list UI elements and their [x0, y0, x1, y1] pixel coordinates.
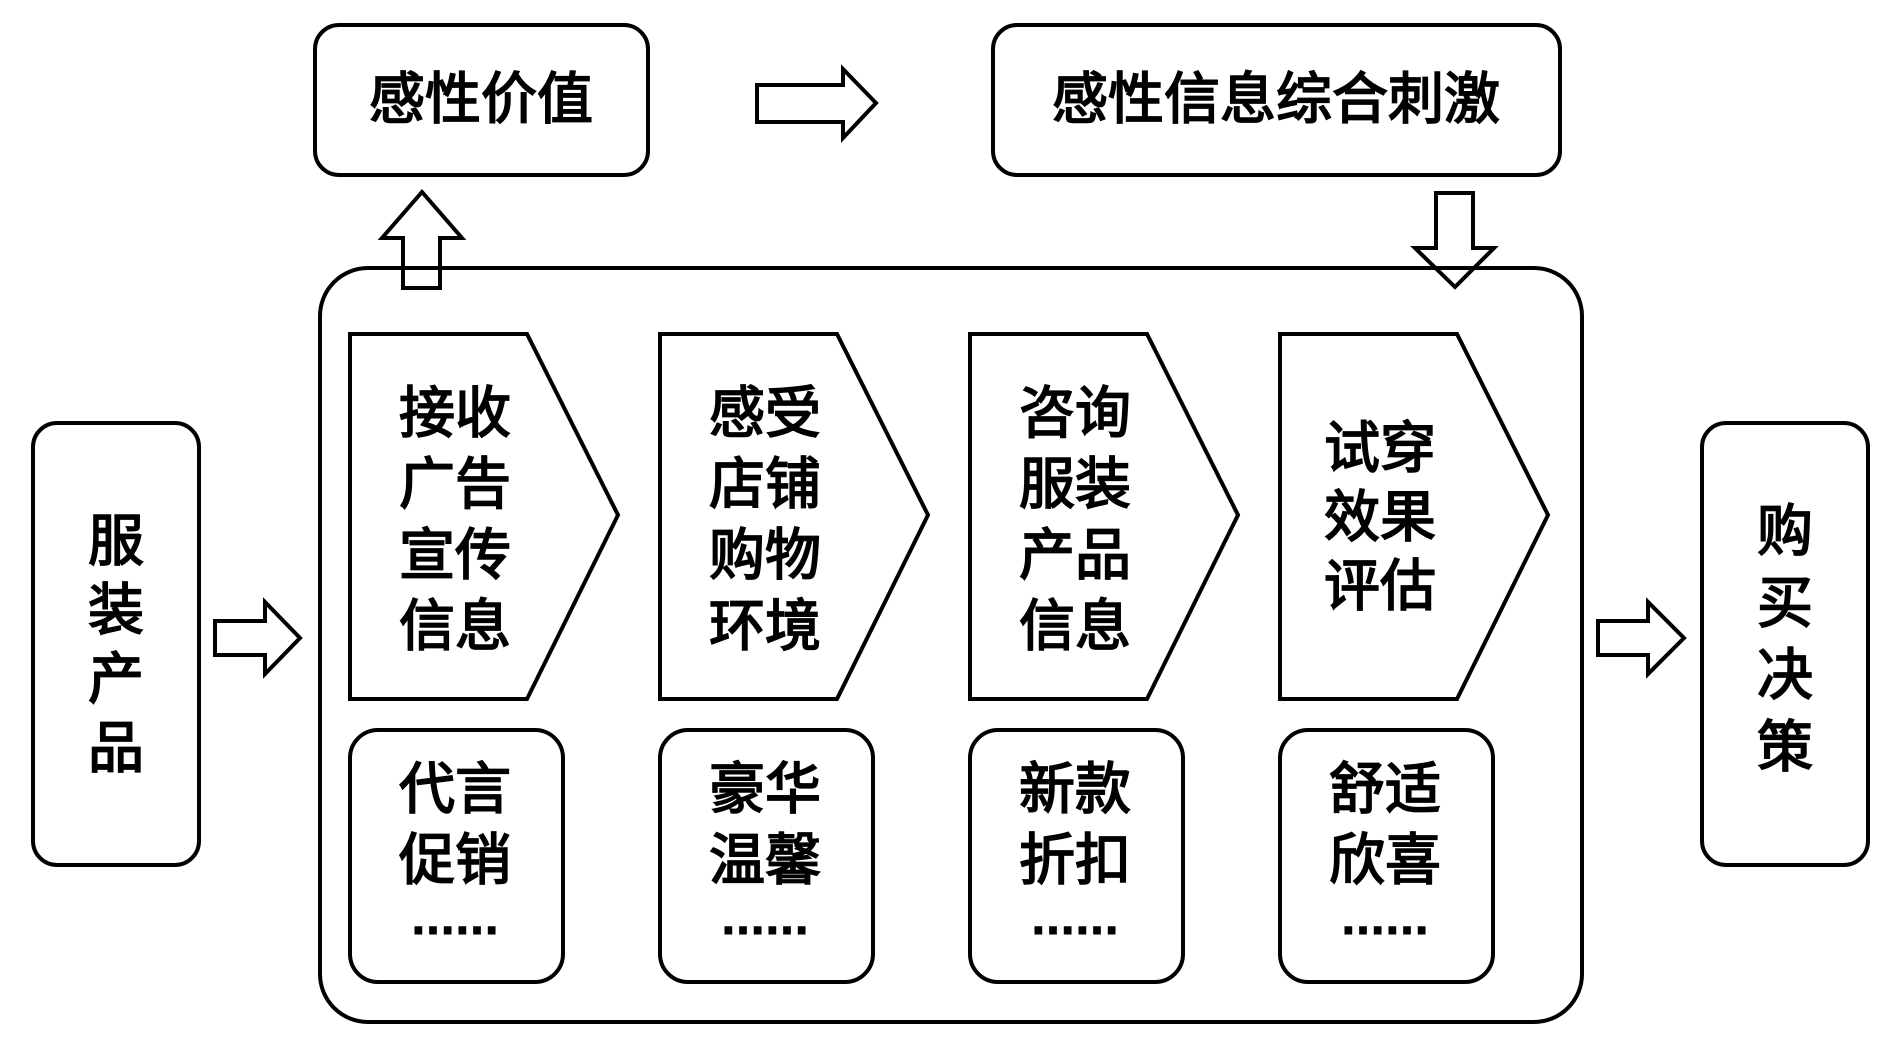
stage-2-line: 购物	[709, 524, 821, 589]
stage-3-detail-line: ……	[1031, 895, 1119, 946]
stage-3-line: 信息	[1019, 595, 1131, 660]
stage-4-detail-line: 舒适	[1329, 758, 1441, 823]
stage-1-detail-line: ……	[411, 895, 499, 946]
stage-4-detail-line: 欣喜	[1329, 829, 1441, 894]
stage-2-detail-line: ……	[721, 895, 809, 946]
purchase-decision-box	[1700, 421, 1870, 867]
stage-1-line: 信息	[399, 595, 511, 660]
stage-3-detail-line: 折扣	[1019, 829, 1131, 894]
purchase-decision-char: 买	[1757, 572, 1813, 637]
stage-4-line: 试穿	[1324, 417, 1436, 482]
stage-2-detail-line: 温馨	[709, 829, 822, 894]
stage-1-line: 接收	[399, 382, 511, 447]
stage-chevron-1	[348, 332, 621, 701]
stage-3-detail-line: 新款	[1019, 758, 1131, 823]
stage-3-line: 产品	[1019, 524, 1131, 589]
output-arrow-icon	[1596, 597, 1687, 679]
stage-2-detail-line: 豪华	[709, 758, 821, 823]
clothing-product-char: 品	[88, 717, 144, 782]
stage-1-detail-line: 代言	[398, 758, 511, 823]
stage-3-detail-box	[968, 728, 1185, 984]
stimulus-box	[991, 23, 1562, 177]
clothing-product-char: 装	[88, 579, 144, 644]
stage-2-line: 店铺	[709, 453, 821, 518]
stage-2-line: 环境	[709, 595, 821, 660]
clothing-product-box	[31, 421, 201, 867]
stage-1-detail-box	[348, 728, 565, 984]
process-container	[318, 266, 1584, 1024]
clothing-product-char: 服	[88, 510, 144, 575]
stimulus-label: 感性信息综合刺激	[1052, 68, 1500, 133]
stage-4-line: 评估	[1324, 555, 1436, 620]
stage-4-line: 效果	[1324, 486, 1436, 551]
stage-chevron-2	[658, 332, 931, 701]
stage-2-detail-box	[658, 728, 875, 984]
stage-chevron-4	[1278, 332, 1551, 701]
stage-1-line: 广告	[399, 453, 511, 518]
purchase-decision-char: 策	[1757, 716, 1813, 781]
clothing-product-char: 产	[88, 648, 144, 713]
stage-1-detail-line: 促销	[398, 829, 511, 894]
top-right-arrow-icon	[755, 64, 879, 144]
stage-4-detail-line: ……	[1341, 895, 1429, 946]
stage-1-line: 宣传	[399, 524, 511, 589]
stage-chevron-3	[968, 332, 1241, 701]
down-arrow-icon	[1410, 191, 1499, 290]
stage-3-line: 咨询	[1019, 382, 1131, 447]
purchase-decision-char: 决	[1757, 644, 1813, 709]
perceptual-value-box	[313, 23, 650, 177]
purchase-decision-char: 购	[1757, 500, 1813, 565]
stage-4-detail-box	[1278, 728, 1495, 984]
up-arrow-icon	[377, 188, 467, 290]
stage-2-line: 感受	[709, 382, 821, 447]
perceptual-value-label: 感性价值	[369, 68, 593, 133]
input-arrow-icon	[213, 597, 303, 679]
stage-3-line: 服装	[1019, 453, 1131, 518]
